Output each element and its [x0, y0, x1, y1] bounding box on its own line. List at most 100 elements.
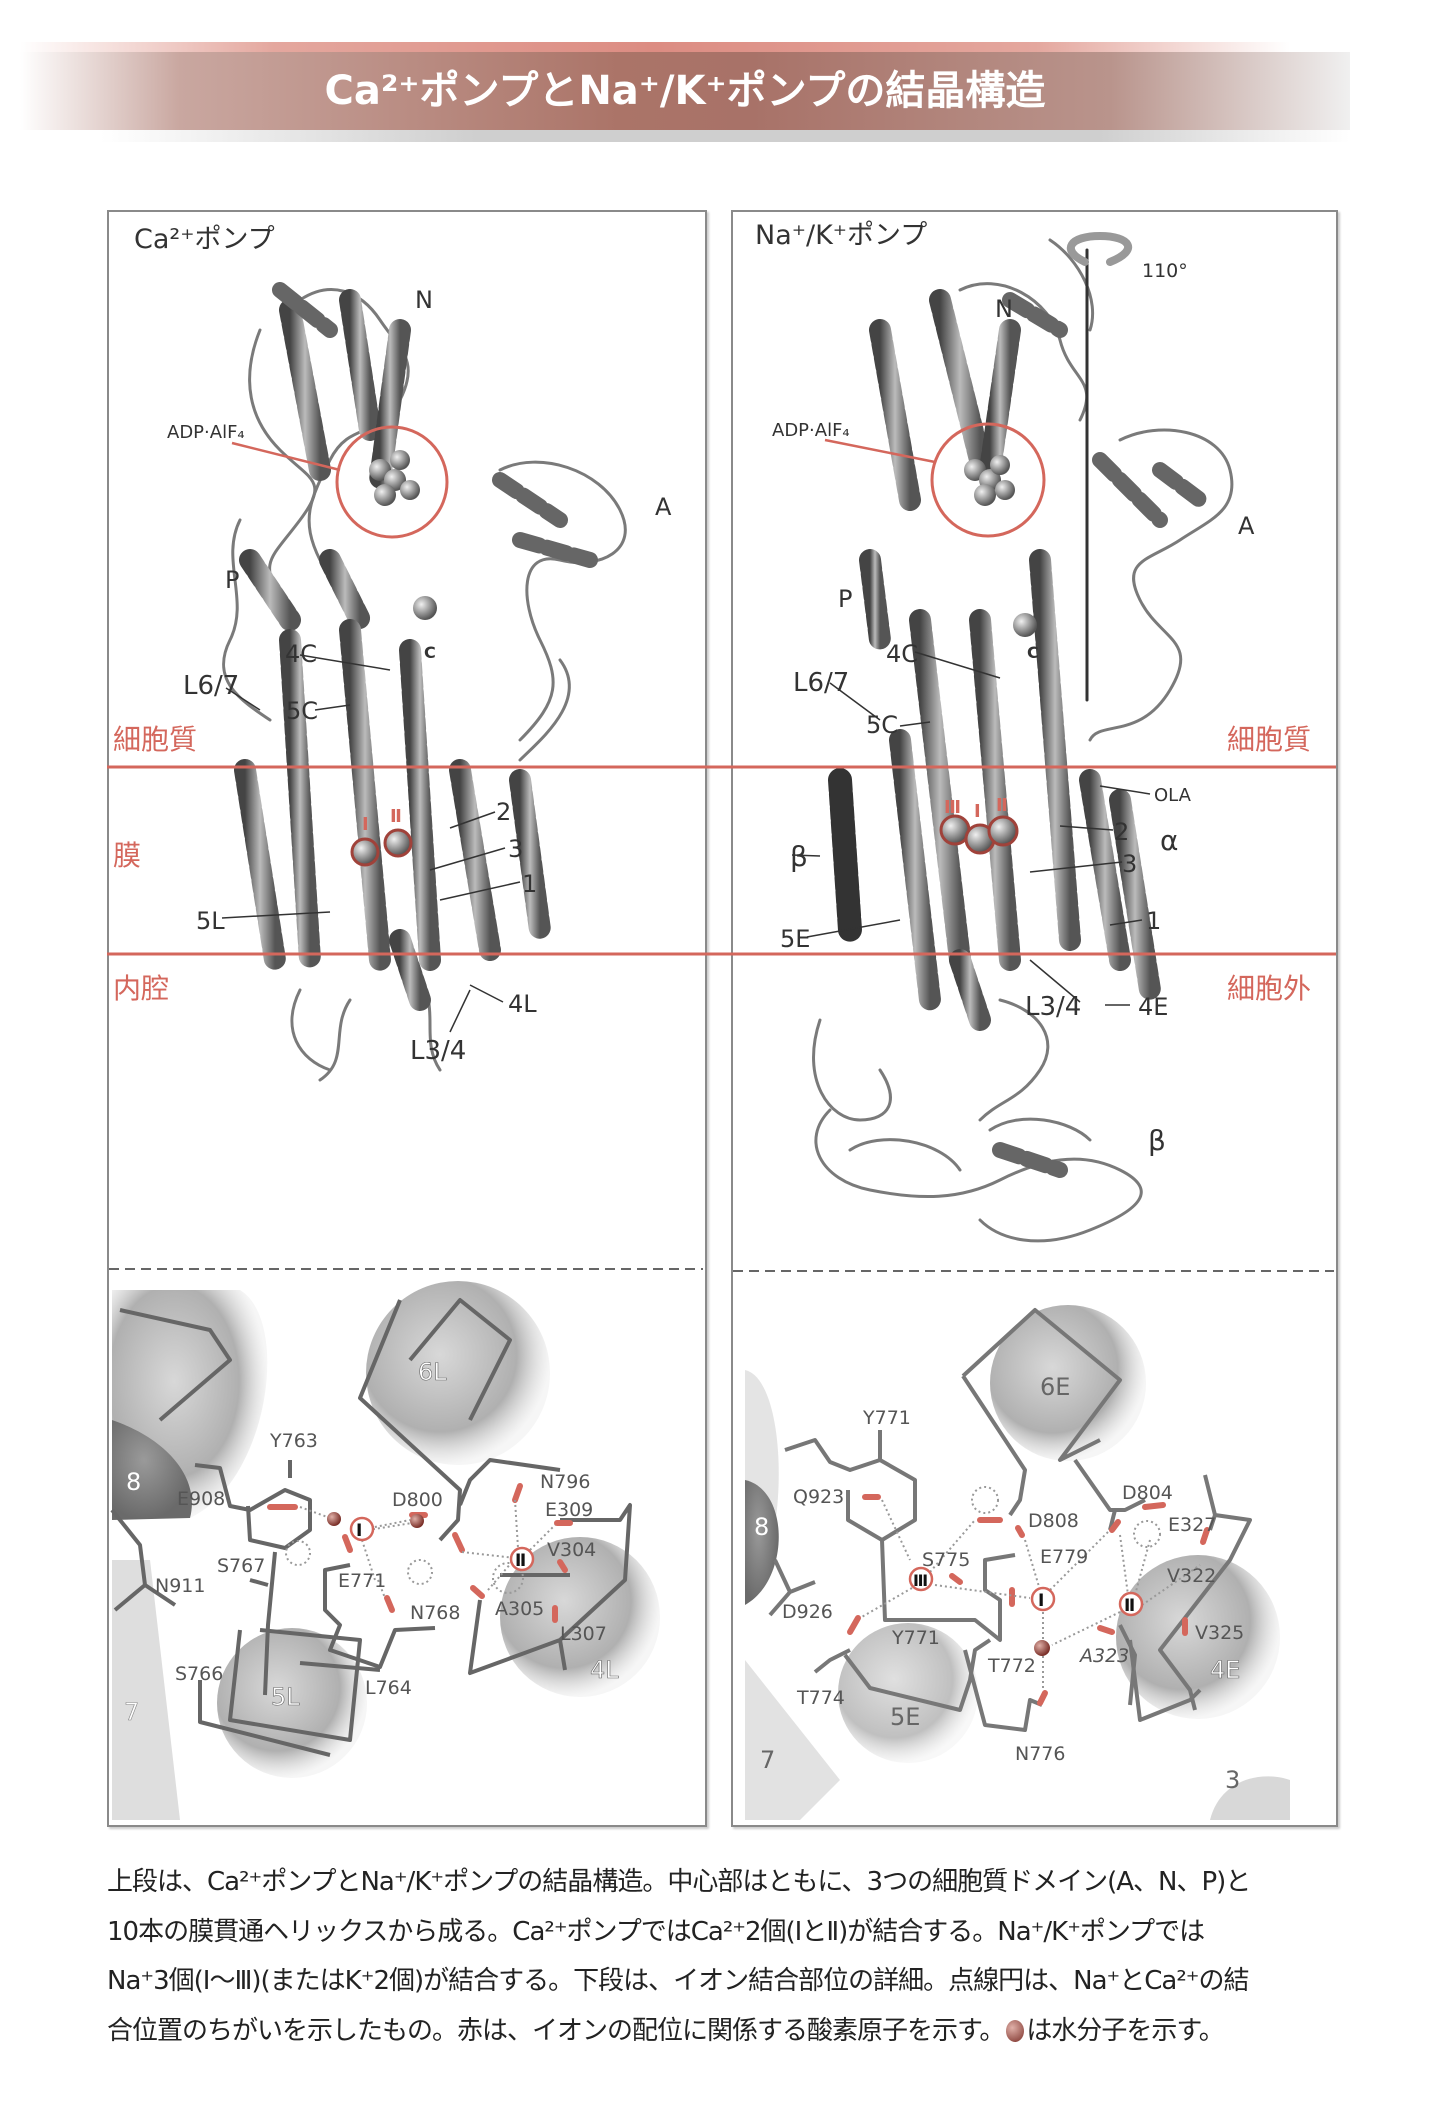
rotation-label: 110° [1142, 260, 1188, 282]
site-ii-label: Ⅱ [1124, 1596, 1135, 1616]
site-ii-marker [1118, 1591, 1144, 1617]
helix-4e-label: 4E [1138, 993, 1168, 1021]
nak-pump-title: Na⁺/K⁺ポンプ [755, 220, 927, 251]
helix-3-label: 3 [1122, 850, 1137, 878]
nak-pump-structure [812, 231, 1234, 1243]
residue-label: N796 [540, 1471, 590, 1493]
residue-label: D926 [782, 1601, 833, 1623]
ligand-highlight-circle [930, 422, 1046, 538]
residue-label: Y771 [891, 1627, 940, 1649]
caption-text: 合位置のちがいを示したもの。赤は、イオンの配位に関係する酸素原子を示す。 [107, 2015, 1005, 2046]
residue-label: Q923 [793, 1486, 844, 1508]
residue-label: D800 [392, 1489, 443, 1511]
loop-l34-label: L3/4 [410, 1036, 466, 1066]
helix-4l-label: 4L [590, 1656, 619, 1684]
residue-label: S775 [922, 1549, 970, 1571]
residue-label: V325 [1195, 1622, 1244, 1644]
residue-label: E908 [177, 1488, 225, 1510]
site-ii-label: Ⅱ [996, 795, 1008, 816]
site-i-label: Ⅰ [1038, 1591, 1044, 1611]
helix-6l-label: 6L [418, 1358, 447, 1386]
domain-p-label: P [838, 585, 852, 613]
loop-l34-label: L3/4 [1025, 992, 1081, 1022]
site-i-label: Ⅰ [362, 814, 369, 835]
water-molecule [410, 1514, 424, 1528]
residue-label: E309 [545, 1499, 593, 1521]
lumen-label: 内腔 [113, 972, 169, 1005]
ca-pump-structure [222, 282, 627, 1082]
site-iii-marker [908, 1566, 934, 1592]
domain-p-label: P [225, 566, 239, 594]
residue-label: A305 [495, 1598, 544, 1620]
title-banner: Ca²⁺ポンプとNa⁺/K⁺ポンプの結晶構造 [20, 42, 1350, 142]
helix-5e-label: 5E [780, 925, 810, 953]
domain-a-label: A [655, 493, 672, 521]
site-i-label: Ⅰ [974, 801, 981, 822]
banner-shadow [100, 130, 1350, 142]
domain-n-label: N [995, 295, 1013, 323]
water-molecule-icon [1006, 2019, 1025, 2042]
helix-5c-label: 5C [286, 697, 318, 725]
residue-label: D804 [1122, 1482, 1173, 1504]
helix-6e-label: 6E [1040, 1373, 1070, 1401]
residue-label: S767 [217, 1555, 265, 1577]
residue-label: E771 [338, 1570, 386, 1592]
helix-3-label: 3 [1225, 1766, 1240, 1794]
site-ii-label: Ⅱ [390, 806, 402, 827]
residue-label: T774 [796, 1687, 845, 1709]
residue-label: Y771 [862, 1407, 911, 1429]
ligand-pointer [824, 438, 936, 464]
residue-label: N776 [1015, 1743, 1065, 1765]
helix-4e-label: 4E [1210, 1656, 1240, 1684]
site-i-label: Ⅰ [356, 1521, 362, 1541]
caption-line: 上段は、Ca²⁺ポンプとNa⁺/K⁺ポンプの結晶構造。中心部はともに、3つの細胞… [107, 1867, 1251, 1897]
helix-1-label: 1 [522, 870, 537, 898]
cytoplasm-label: 細胞質 [1227, 723, 1311, 756]
c-terminus-label: C [424, 643, 436, 662]
helix-8-label: 8 [754, 1513, 769, 1541]
ligand-label: ADP·AlF₄ [167, 422, 245, 443]
alpha-subunit-label: α [1160, 824, 1178, 857]
ligand-label: ADP·AlF₄ [772, 420, 850, 441]
residue-label: S766 [175, 1663, 223, 1685]
ca-leader-lines [221, 654, 521, 1033]
residue-label: N911 [155, 1575, 205, 1597]
loop-l67-label: L6/7 [793, 668, 849, 698]
domain-a-label: A [1238, 512, 1255, 540]
residue-label: T772 [987, 1655, 1036, 1677]
loop-l67-label: L6/7 [183, 671, 239, 701]
helix-8-label: 8 [126, 1468, 141, 1496]
ca-site-spheres [350, 828, 413, 867]
nak-leader-lines [791, 651, 1151, 1006]
helix-4l-label: 4L [508, 990, 537, 1018]
helix-7-label: 7 [124, 1698, 139, 1726]
residue-label: L307 [560, 1623, 607, 1645]
helix-3-label: 3 [508, 835, 523, 863]
cytoplasm-label: 細胞質 [113, 723, 197, 756]
water-molecule [327, 1512, 341, 1526]
ligand-highlight-circle [335, 425, 449, 539]
site-i-marker [1030, 1586, 1056, 1612]
residue-label: E327 [1168, 1514, 1216, 1536]
extracellular-label: 細胞外 [1227, 972, 1311, 1005]
residue-label: N768 [410, 1602, 460, 1624]
helix-5c-label: 5C [866, 711, 898, 739]
helix-2-label: 2 [496, 798, 511, 826]
site-iii-label: Ⅲ [944, 797, 961, 818]
caption-line: Na⁺3個(Ⅰ〜Ⅲ)(またはK⁺2個)が結合する。下段は、イオン結合部位の詳細。… [107, 1966, 1249, 1996]
figure-caption: 上段は、Ca²⁺ポンプとNa⁺/K⁺ポンプの結晶構造。中心部はともに、3つの細胞… [107, 1858, 1347, 2056]
na-binding-site-detail [745, 1305, 1290, 1820]
helix-7-label: 7 [760, 1746, 775, 1774]
page-title: Ca²⁺ポンプとNa⁺/K⁺ポンプの結晶構造 [324, 68, 1046, 114]
residue-label: A323 [1078, 1645, 1129, 1667]
beta-subunit-label: β [790, 840, 808, 873]
ola-label: OLA [1154, 785, 1192, 806]
banner-accent [20, 42, 1290, 54]
helix-5l-label: 5L [196, 907, 225, 935]
helix-1-label: 1 [1146, 907, 1161, 935]
site-ii-marker [509, 1546, 535, 1572]
ligand-pointer [231, 441, 341, 472]
helix-2-label: 2 [1114, 818, 1129, 846]
residue-label: L764 [365, 1677, 412, 1699]
